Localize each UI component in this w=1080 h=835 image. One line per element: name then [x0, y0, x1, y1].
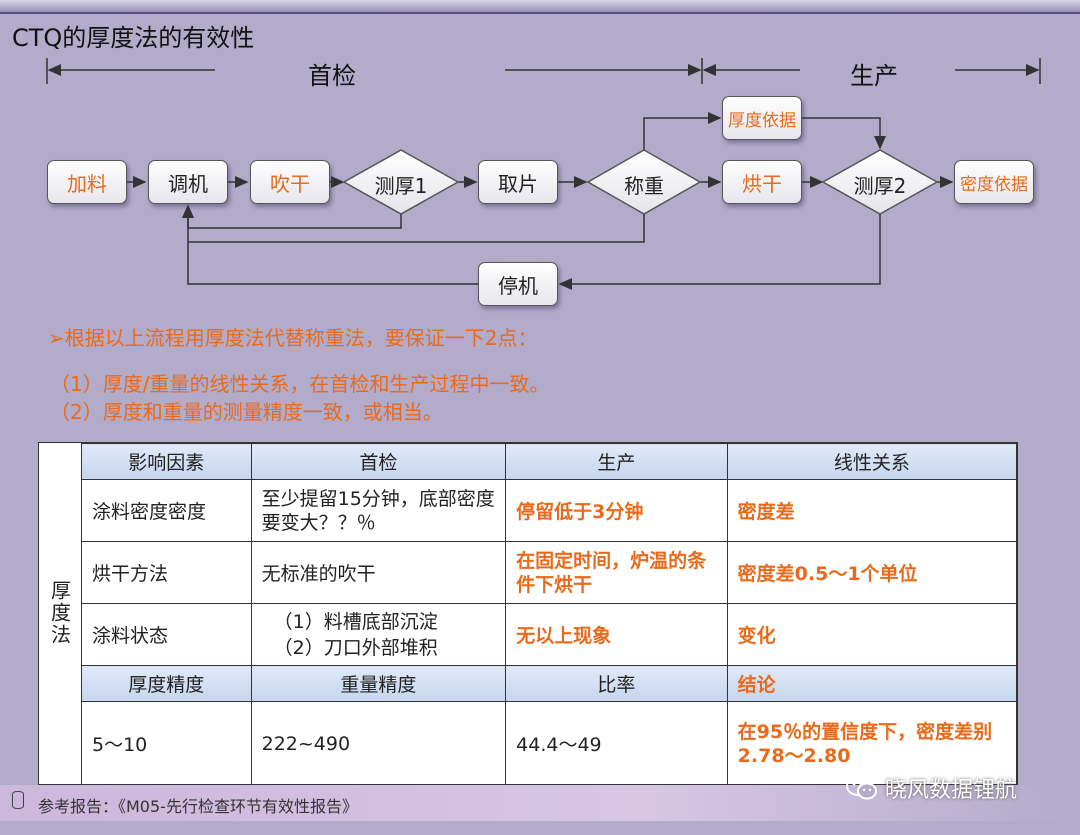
wechat-icon: [846, 776, 877, 800]
table-row: 涂料密度密度 至少提留15分钟，底部密度要变大？？％ 停留低于3分钟 密度差: [81, 479, 1018, 542]
comparison-grid: 影响因素 首检 生产 线性关系 涂料密度密度 至少提留15分钟，底部密度要变大？…: [81, 443, 1018, 786]
header-row: 影响因素 首检 生产 线性关系: [81, 443, 1018, 480]
note-line1: ➢根据以上流程用厚度法代替称重法，要保证一下2点：: [48, 326, 538, 350]
page-title: CTQ的厚度法的有效性: [12, 24, 255, 52]
table-cell: 涂料状态: [81, 603, 252, 666]
footer-bar: [0, 785, 1080, 821]
side-label-cell: 厚度法: [39, 443, 82, 783]
step-tiaoji: 调机: [148, 160, 228, 204]
arrow-right-icon: ➢: [48, 326, 65, 350]
header-cell: 影响因素: [81, 443, 252, 480]
decision-cehou2: 测厚2: [853, 174, 907, 198]
header-cell: 生产: [505, 443, 728, 480]
step-chuigan: 吹干: [250, 160, 330, 204]
decision-chengzhong: 称重: [624, 174, 664, 198]
header-cell: 重量精度: [250, 665, 507, 702]
flowchart-connectors: [46, 58, 1041, 290]
table-cell: 无以上现象: [505, 603, 728, 666]
header-cell: 结论: [726, 665, 1018, 702]
database-icon: [12, 791, 24, 809]
step-midu-yiju: 密度依据: [954, 160, 1034, 204]
note-line2: （1）厚度/重量的线性关系，在首检和生产过程中一致。: [50, 372, 550, 396]
table-cell: 在95％的置信度下，密度差别2.78～2.80: [726, 701, 1018, 786]
phase-production: 生产: [850, 62, 898, 90]
bottom-bar: [0, 821, 1080, 835]
header-cell: 厚度精度: [81, 665, 252, 702]
table-row: 涂料状态 （1）料槽底部沉淀 （2）刀口外部堆积 无以上现象 变化: [81, 603, 1018, 666]
side-label: 厚度法: [47, 580, 72, 646]
step-jialiao: 加料: [47, 160, 127, 204]
table-cell: 涂料密度密度: [81, 479, 252, 542]
table-cell: 5～10: [81, 701, 252, 786]
reference-report: 参考报告：《M05-先行检查环节有效性报告》: [38, 797, 358, 816]
top-bar: [0, 0, 1080, 14]
comparison-table: 厚度法 影响因素 首检 生产 线性关系 涂料密度密度 至少提留15分钟，底部密度…: [38, 442, 1018, 786]
step-honggan: 烘干: [722, 160, 802, 204]
phase-first-inspection: 首检: [308, 62, 356, 90]
table-row: 5～10 222~490 44.4～49 在95％的置信度下，密度差别2.78～…: [81, 701, 1018, 786]
table-cell: 无标准的吹干: [250, 541, 507, 604]
table-cell: 密度差0.5～1个单位: [726, 541, 1018, 604]
header-cell: 首检: [250, 443, 507, 480]
brand-watermark: 晓风数据锂航: [845, 772, 1017, 804]
table-cell: 变化: [726, 603, 1018, 666]
table-row: 烘干方法 无标准的吹干 在固定时间，炉温的条件下烘干 密度差0.5～1个单位: [81, 541, 1018, 604]
header-cell: 比率: [505, 665, 728, 702]
table-cell: 222~490: [250, 701, 507, 786]
step-houdu-yiju: 厚度依据: [722, 96, 802, 140]
table-cell: 在固定时间，炉温的条件下烘干: [505, 541, 728, 604]
decision-cehou1: 测厚1: [374, 174, 428, 198]
brand-name: 晓风数据锂航: [885, 778, 1018, 803]
step-qupian: 取片: [478, 160, 558, 204]
table-cell: （1）料槽底部沉淀 （2）刀口外部堆积: [250, 603, 507, 666]
header-row-2: 厚度精度 重量精度 比率 结论: [81, 665, 1018, 702]
header-cell: 线性关系: [726, 443, 1018, 480]
table-cell: 至少提留15分钟，底部密度要变大？？％: [250, 479, 507, 542]
table-cell: 烘干方法: [81, 541, 252, 604]
table-cell: 密度差: [726, 479, 1018, 542]
note-line3: （2）厚度和重量的测量精度一致，或相当。: [50, 400, 443, 424]
table-cell: 停留低于3分钟: [505, 479, 728, 542]
table-cell: 44.4～49: [505, 701, 728, 786]
step-tingji: 停机: [478, 262, 558, 306]
